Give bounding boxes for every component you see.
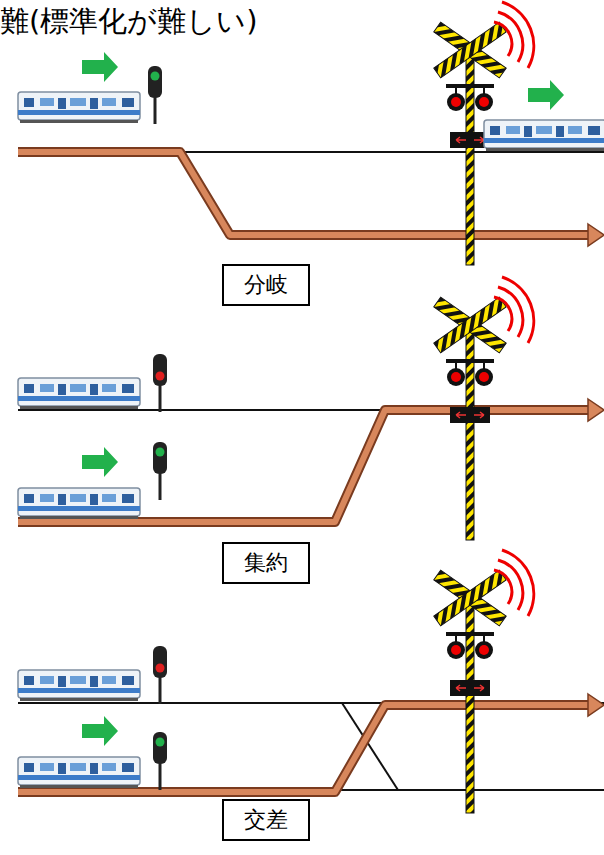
label-box: 分岐 (222, 264, 310, 306)
label-box: 交差 (222, 799, 310, 841)
panel-label: 交差 (244, 805, 288, 835)
heading-text: 難(標準化が難しい) (0, 2, 258, 42)
panel-label: 集約 (244, 548, 288, 578)
label-box: 集約 (222, 542, 310, 584)
panel-label: 分岐 (244, 270, 288, 300)
